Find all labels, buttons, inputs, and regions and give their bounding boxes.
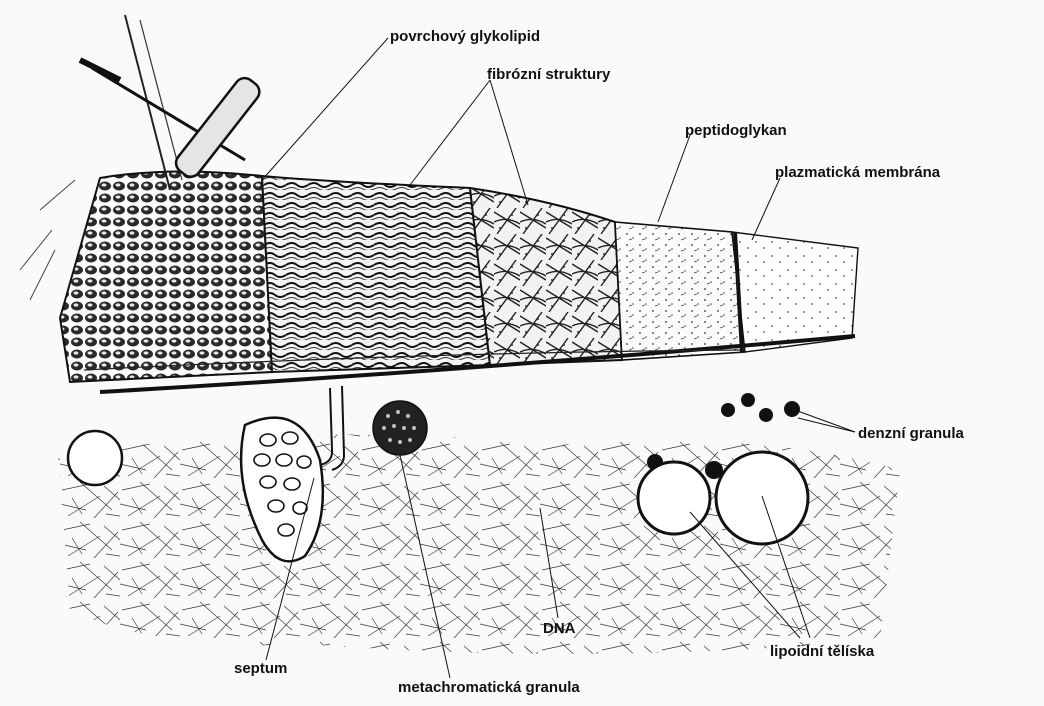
label-dna: DNA	[543, 620, 576, 637]
label-metachromatic-granule: metachromatická granula	[398, 679, 580, 696]
label-dense-granules: denzní granula	[858, 425, 964, 442]
label-septum: septum	[234, 660, 287, 677]
label-peptidoglycan: peptidoglykan	[685, 122, 787, 139]
label-surface-glycolipid: povrchový glykolipid	[390, 28, 540, 45]
label-fibrous-structures: fibrózní struktury	[487, 66, 610, 83]
label-lipoid-bodies: lipoidní tělíska	[770, 643, 874, 660]
label-plasma-membrane: plazmatická membrána	[775, 164, 940, 181]
